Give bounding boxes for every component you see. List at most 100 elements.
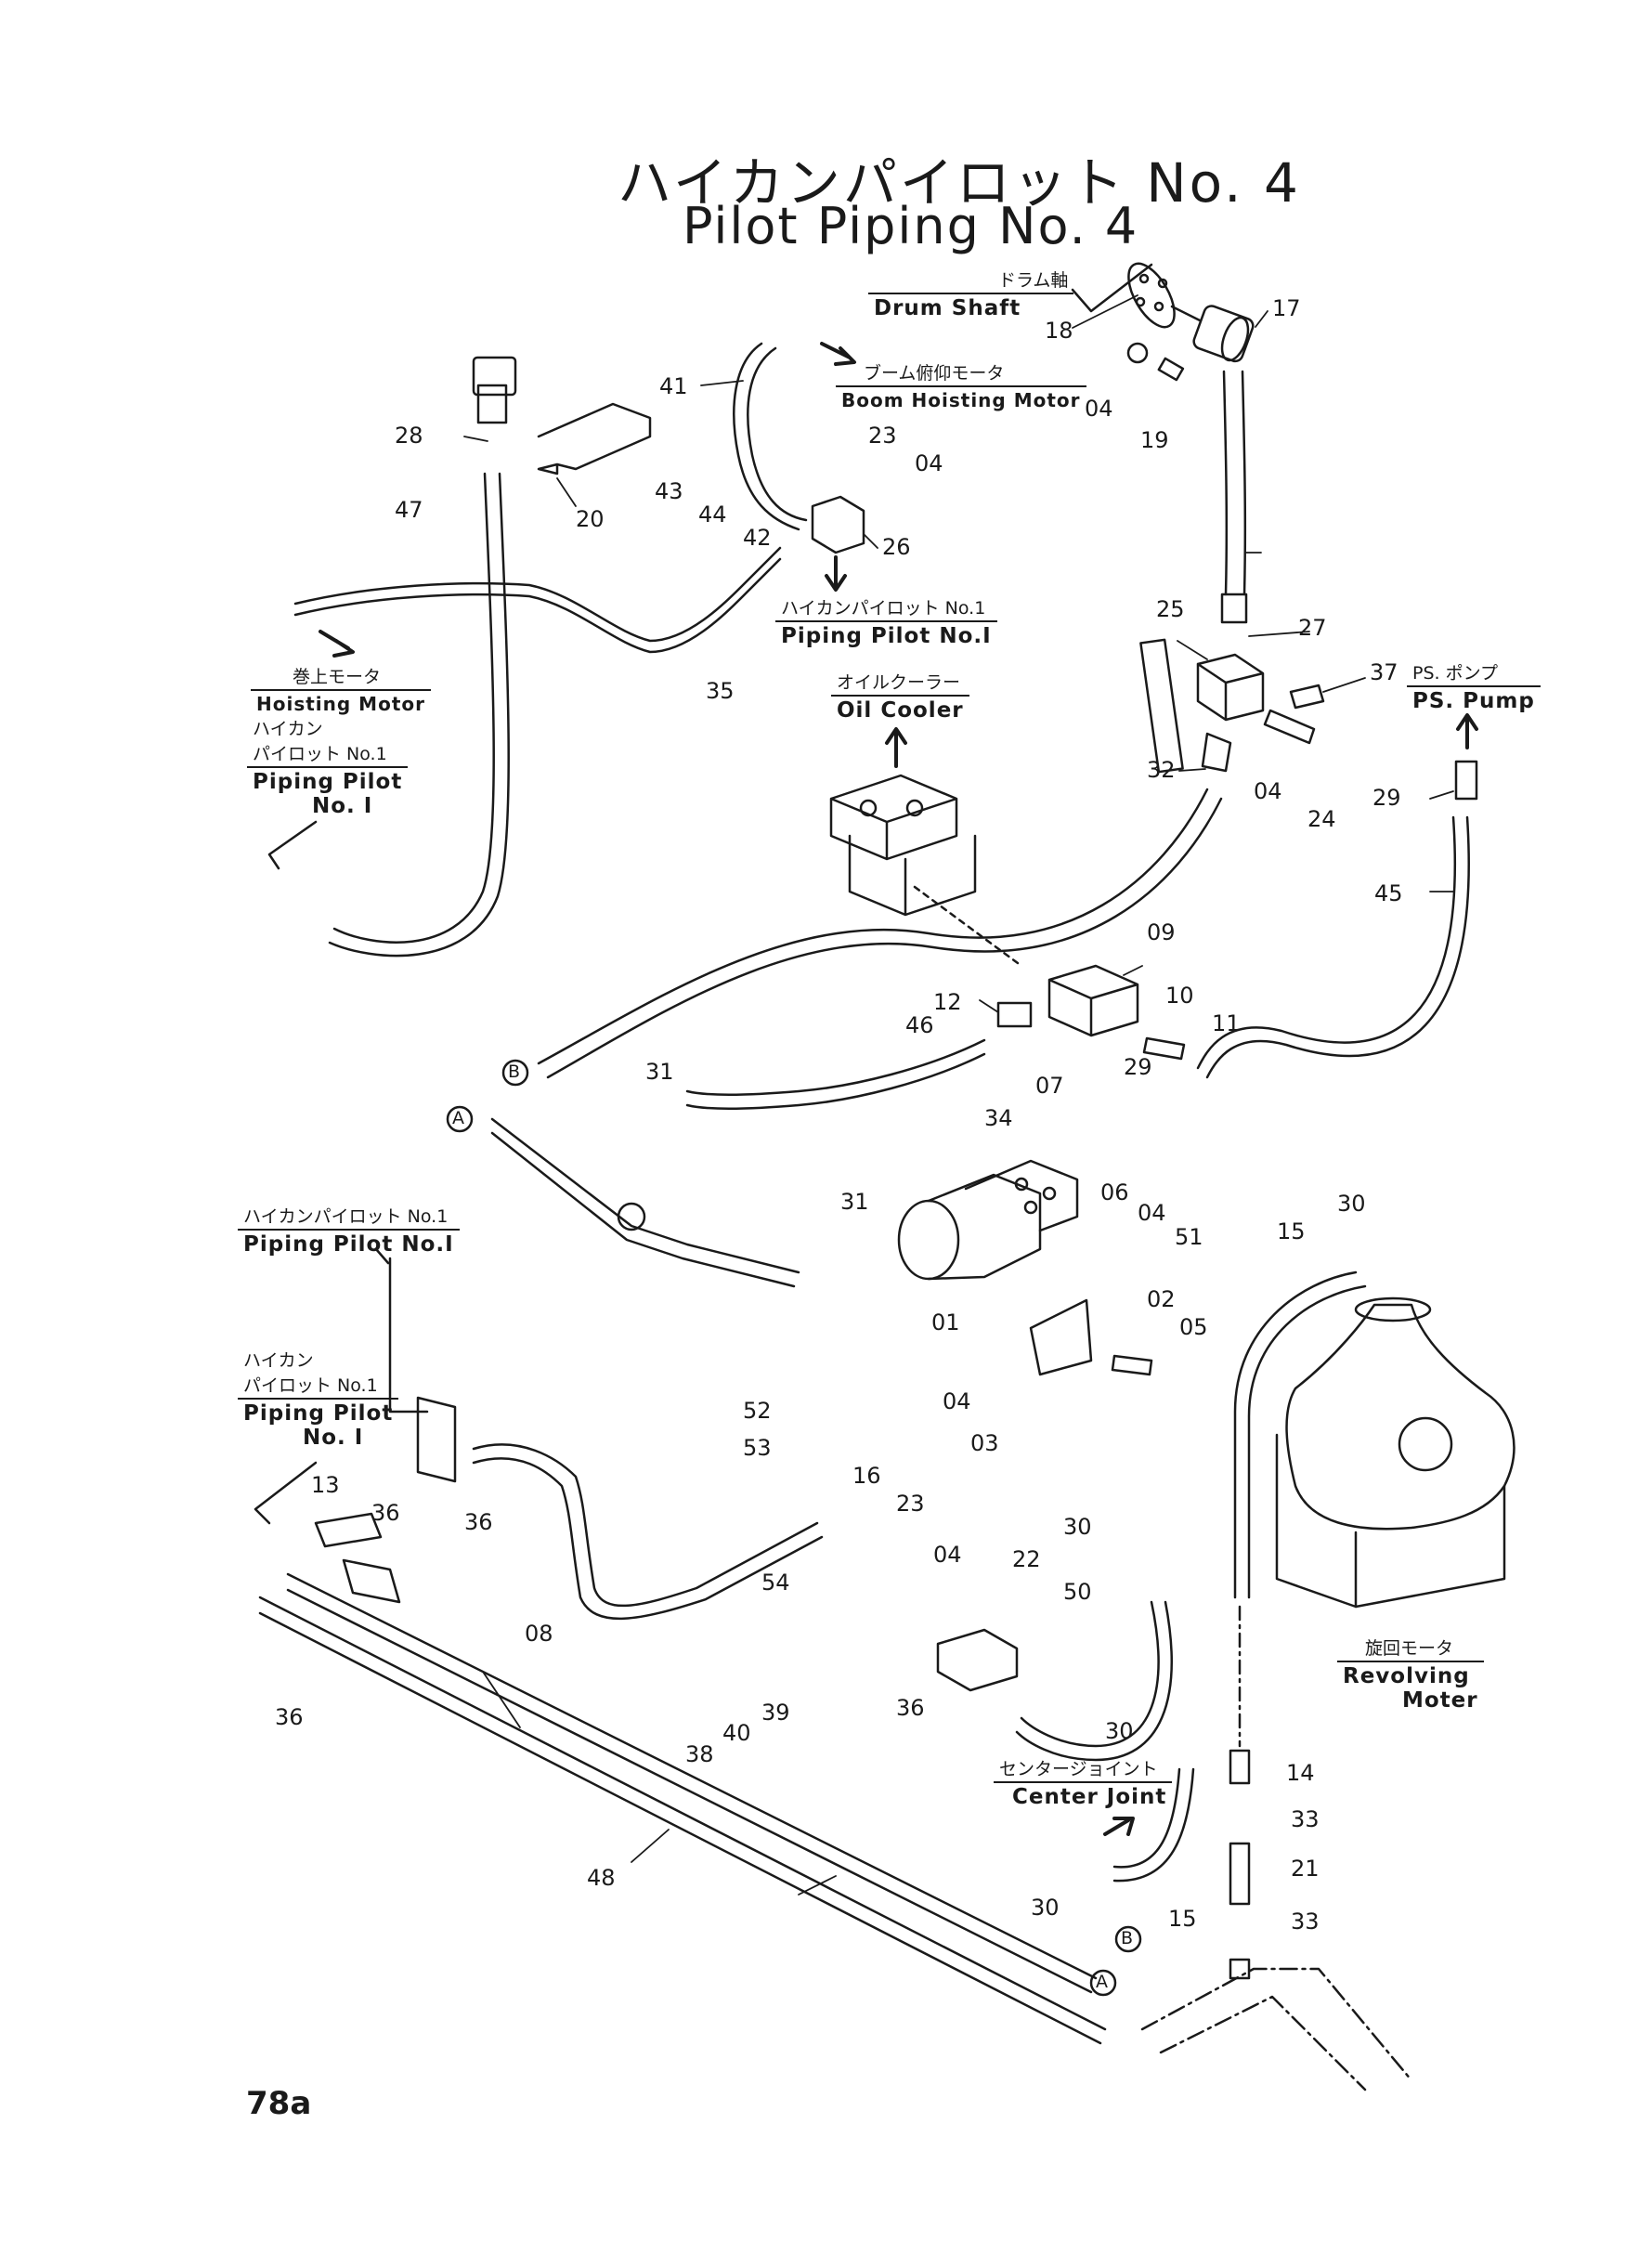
drum-shaft-arrow [1071,263,1153,313]
drum-shaft-flange [1127,262,1176,329]
callout-03: 03 [970,1430,999,1456]
callout-15: 15 [1277,1218,1306,1244]
part-05-bolt [1111,1354,1153,1376]
callout-36: 36 [464,1509,493,1535]
pilot-arrow-13 [254,1461,318,1525]
callout-01: 01 [931,1309,960,1335]
leader-lines [463,294,1454,1896]
callout-07: 07 [1035,1073,1064,1099]
dest-piping-pilot-center: ハイカンパイロット No.1 Piping Pilot No.I [775,594,997,648]
callout-04: 04 [1085,396,1113,422]
callout-25: 25 [1156,596,1185,622]
callout-45: 45 [1374,880,1403,906]
dest-piping-pilot-upper-left: ハイカン パイロット No.1 Piping Pilot No. I [247,715,409,818]
callout-20: 20 [576,506,605,532]
callout-37: 37 [1370,659,1398,685]
callout-18: 18 [1045,318,1073,344]
hose-45 [1196,815,1470,1079]
dest-piping-pilot-lower-left: ハイカン パイロット No.1 Piping Pilot No. I [238,1347,399,1450]
hose-50 [1015,1600,1173,1762]
callout-30-b: 30 [1063,1514,1092,1540]
page-title-english: Pilot Piping No. 4 [683,197,1139,255]
connector-a-upper [446,1105,474,1133]
callout-19: 19 [1140,427,1169,453]
part-29-fitting [1454,760,1478,801]
callout-21: 21 [1291,1856,1320,1882]
pipe-35 [293,546,782,654]
dest-piping-pilot-mid-left: ハイカンパイロット No.1 Piping Pilot No.I [238,1203,460,1257]
dest-boom-hoisting-motor: ブーム俯仰モータ Boom Hoisting Motor [836,359,1086,411]
hose-46 [685,1038,986,1110]
dest-ps-pump: PS. ポンプ PS. Pump [1407,659,1541,713]
callout-40: 40 [722,1720,751,1746]
callout-29-b: 29 [1124,1054,1152,1080]
hose-49 [1222,370,1247,596]
connector-b-upper [501,1059,529,1087]
oil-cooler-block [829,774,1023,968]
pipe-a-upper [490,1117,800,1288]
callout-04-f: 04 [933,1542,962,1568]
callout-10: 10 [1165,983,1194,1009]
callout-26: 26 [882,534,911,560]
part-12-fitting [996,1001,1033,1028]
callout-13: 13 [311,1472,340,1498]
dest-center-joint: センタージョイント Center Joint [994,1755,1173,1809]
callout-24: 24 [1307,806,1336,832]
ps-pump-arrow [1456,713,1478,749]
page-number: 78a [246,2085,312,2122]
connector-label-b-lower: B [1121,1928,1134,1948]
callout-15-b: 15 [1168,1906,1197,1932]
callout-12: 12 [933,989,962,1015]
block-left [416,1396,457,1483]
callout-04-b: 04 [915,450,943,476]
hose-15-lower [1112,1767,1195,1883]
part-37-plug [1289,684,1325,710]
connector-label-a-upper: A [452,1108,464,1128]
callout-08: 08 [525,1621,553,1647]
pipe-48 [258,1596,1107,2045]
callout-47: 47 [395,497,423,523]
bracket [1139,638,1184,774]
callout-14: 14 [1286,1760,1315,1786]
pipe-mid [472,1443,824,1621]
dest-oil-cooler: オイルクーラー Oil Cooler [831,669,969,723]
part-19-bolt [1157,357,1185,382]
part-24-bolt [1263,709,1316,745]
hoisting-motor-arrow [319,630,355,658]
revolving-motor [1275,1296,1515,1609]
callout-30-d: 30 [1031,1895,1060,1921]
callout-52: 52 [743,1398,772,1424]
callout-54: 54 [761,1570,790,1596]
callout-23-b: 23 [896,1491,925,1517]
connector-label-b-upper: B [508,1062,521,1082]
callout-30-c: 30 [1105,1718,1134,1744]
callout-43: 43 [655,478,683,504]
block-36-left [342,1558,401,1604]
hose-47 [328,472,510,958]
callout-48: 48 [587,1865,616,1891]
dest-hoisting-motor: 巻上モータ Hoisting Motor [251,663,431,715]
hose-15-upper [1233,1270,1367,1599]
connector-label-a-lower: A [1096,1972,1108,1992]
callout-23: 23 [868,423,897,449]
callout-04-c: 04 [1254,778,1282,804]
pipe-41 [733,342,808,531]
part-17-valve [1170,305,1255,363]
part-09-block [1047,964,1139,1037]
callout-05: 05 [1179,1314,1208,1340]
dest-revolving-motor: 旋回モータ Revolving Moter [1337,1635,1484,1713]
part-22-block [936,1628,1019,1692]
frame-outline [1140,1967,1413,2091]
callout-06: 06 [1100,1179,1129,1205]
pilot-arrow-upper-left [267,820,318,870]
callout-36-d: 36 [896,1695,925,1721]
block-13 [314,1512,383,1548]
callout-04-e: 04 [943,1388,971,1414]
fitting-box-top [472,356,517,397]
callout-31: 31 [645,1059,674,1085]
callout-22: 22 [1012,1546,1041,1572]
callout-42: 42 [743,525,772,551]
callout-36-b: 36 [371,1500,400,1526]
connector-a-lower [1089,1969,1117,1997]
callout-51: 51 [1175,1224,1203,1250]
